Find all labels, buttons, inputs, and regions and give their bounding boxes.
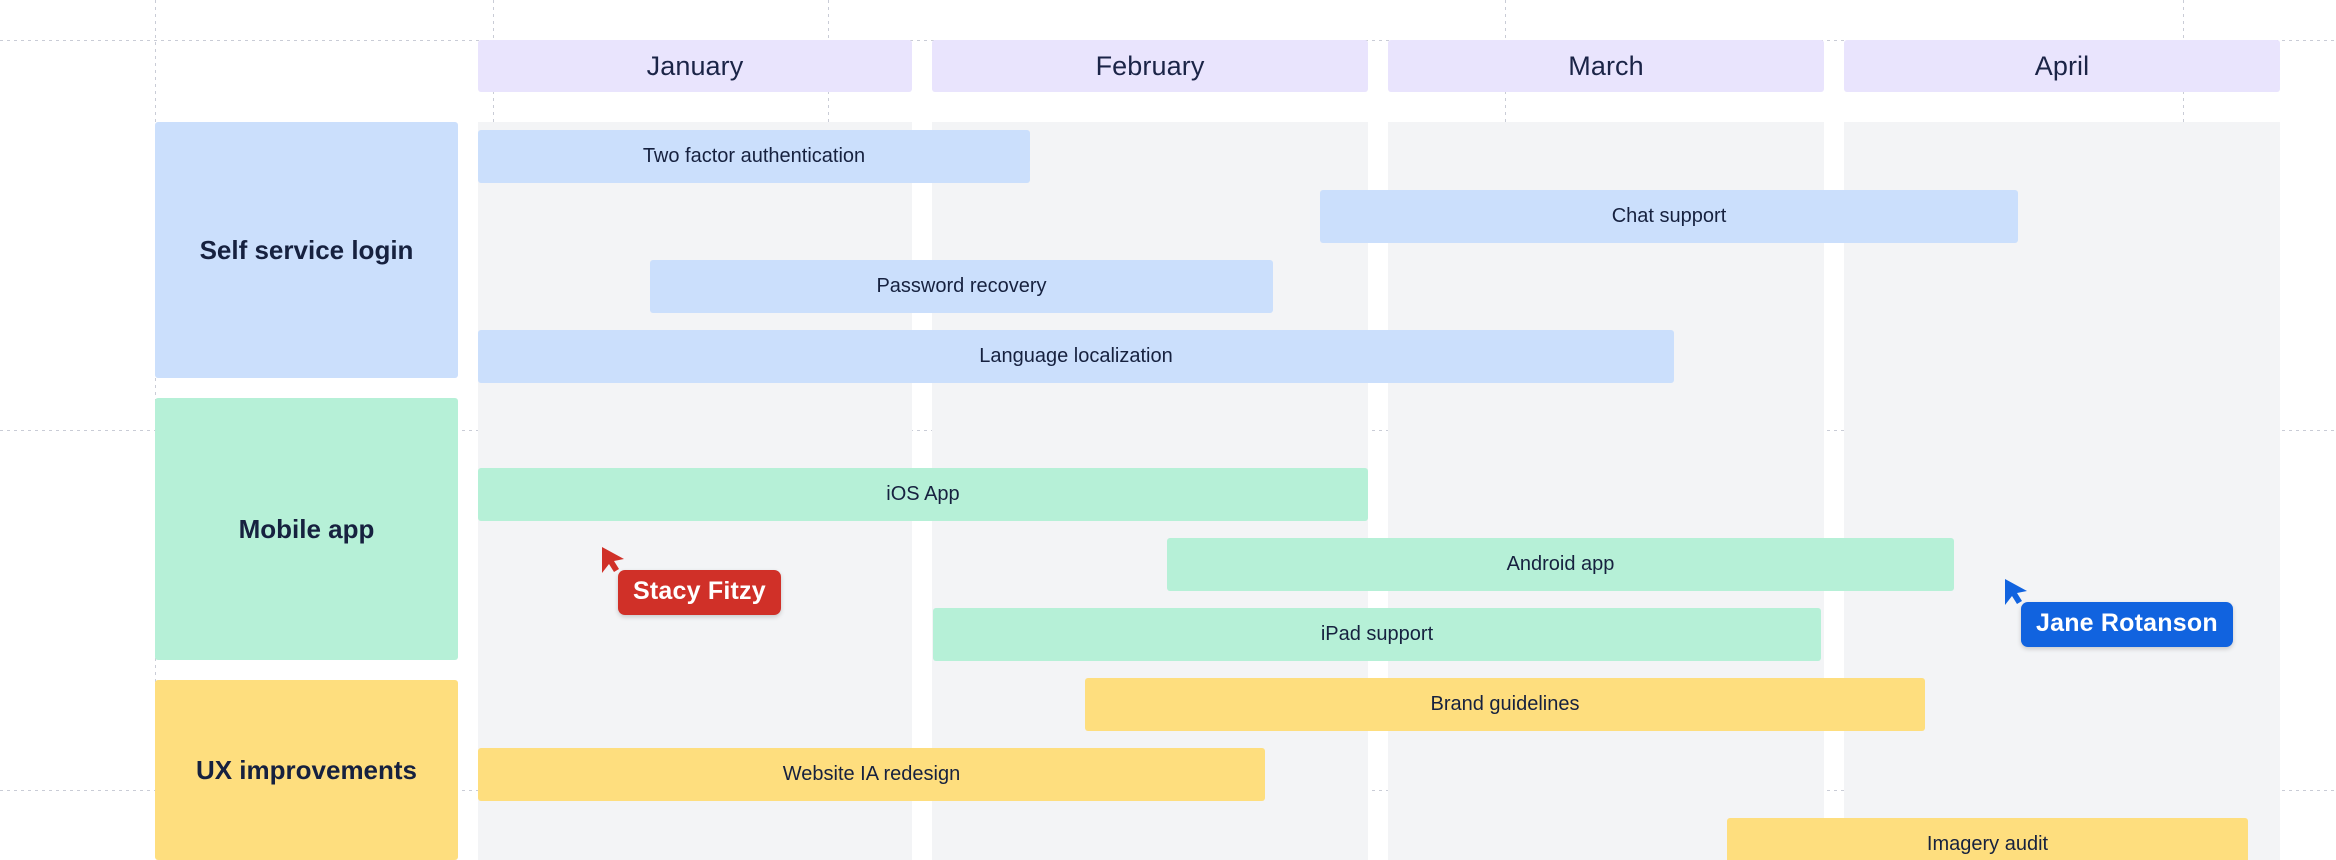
- group-label-ux-improvements[interactable]: UX improvements: [155, 680, 458, 860]
- task-bar-label: Password recovery: [876, 275, 1047, 297]
- task-bar-password-recovery[interactable]: Password recovery: [650, 260, 1273, 313]
- task-bar-website-ia-redesign[interactable]: Website IA redesign: [478, 748, 1265, 801]
- month-header-label: February: [1095, 50, 1205, 81]
- task-bar-label: Imagery audit: [1926, 833, 2049, 855]
- task-bar-ios-app[interactable]: iOS App: [478, 468, 1368, 521]
- month-header-march[interactable]: March: [1388, 40, 1824, 92]
- task-bar-brand-guidelines[interactable]: Brand guidelines: [1085, 678, 1925, 731]
- task-bar-label: Two factor authentication: [642, 145, 866, 167]
- task-bar-label: Language localization: [979, 345, 1173, 367]
- task-bar-label: Website IA redesign: [782, 763, 961, 785]
- task-bar-label: iOS App: [886, 483, 960, 505]
- collaborator-name: Jane Rotanson: [2036, 609, 2218, 637]
- month-header-label: January: [646, 50, 744, 81]
- collaborator-name-tag: Jane Rotanson: [2021, 602, 2233, 647]
- month-header-label: March: [1568, 50, 1644, 81]
- collaborator-name: Stacy Fitzy: [633, 577, 766, 605]
- task-bar-two-factor-authentication[interactable]: Two factor authentication: [478, 130, 1030, 183]
- group-label-self-service-login[interactable]: Self service login: [155, 122, 458, 378]
- task-bar-chat-support[interactable]: Chat support: [1320, 190, 2018, 243]
- cursor-arrow-icon: [2005, 579, 2027, 605]
- task-bar-label: Chat support: [1611, 205, 1727, 227]
- task-bar-label: iPad support: [1320, 623, 1434, 645]
- task-bar-label: Android app: [1506, 553, 1615, 575]
- cursor-arrow-icon: [602, 547, 624, 573]
- group-label-mobile-app[interactable]: Mobile app: [155, 398, 458, 660]
- month-band-march: [1388, 122, 1824, 860]
- month-header-april[interactable]: April: [1844, 40, 2280, 92]
- task-bar-language-localization[interactable]: Language localization: [478, 330, 1674, 383]
- task-bar-label: Brand guidelines: [1430, 693, 1580, 715]
- task-bar-imagery-audit[interactable]: Imagery audit: [1727, 818, 2248, 860]
- month-header-january[interactable]: January: [478, 40, 912, 92]
- task-bar-android-app[interactable]: Android app: [1167, 538, 1954, 591]
- task-bar-ipad-support[interactable]: iPad support: [933, 608, 1821, 661]
- month-header-february[interactable]: February: [932, 40, 1368, 92]
- group-label-text: Self service login: [199, 234, 414, 265]
- collaborator-name-tag: Stacy Fitzy: [618, 570, 781, 615]
- group-label-text: UX improvements: [195, 754, 418, 785]
- month-header-label: April: [2034, 50, 2090, 81]
- group-label-text: Mobile app: [238, 513, 375, 544]
- month-band-april: [1844, 122, 2280, 860]
